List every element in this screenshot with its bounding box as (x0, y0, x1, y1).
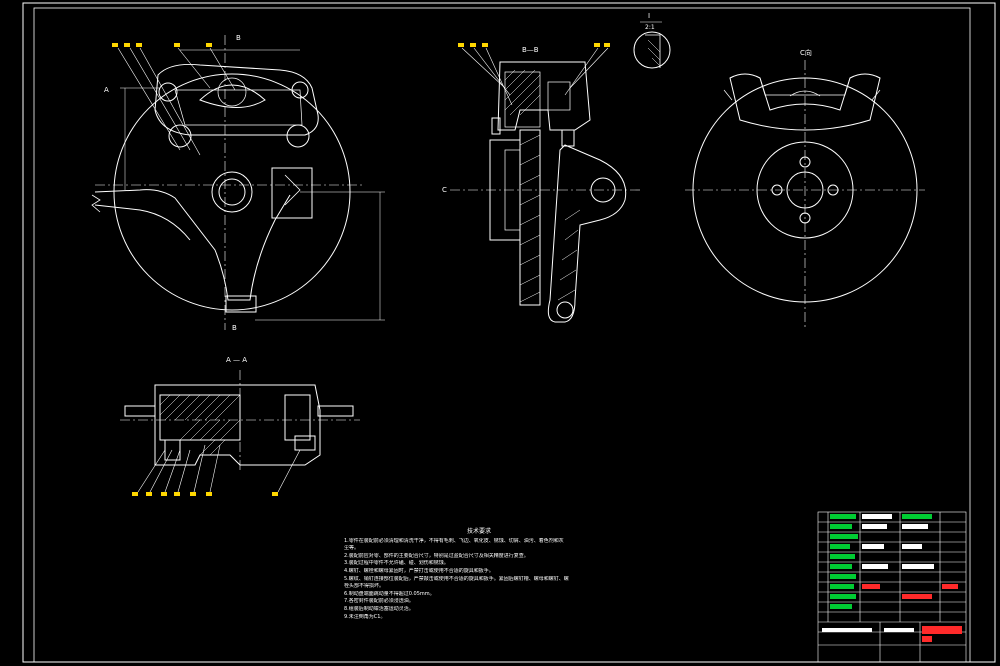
title-block (817, 511, 967, 663)
notes-title: 技术要求 (466, 528, 491, 535)
drawing-frame (22, 2, 996, 663)
a-a-part-balloons (132, 492, 278, 496)
left-arrow-label: A (104, 86, 109, 94)
front-view-labels: B B A (104, 34, 241, 332)
side-section-hatch (504, 69, 581, 303)
detail-view-i (633, 21, 671, 69)
detail-scale: 2:1 (645, 24, 655, 31)
notes-line: 栓头部不得损坏。 (344, 583, 385, 590)
detail-label: I (648, 12, 650, 20)
notes-line: 3.装配过程中零件不允许磕、碰、划伤和锈蚀。 (344, 560, 449, 567)
notes-line: 9.未注倒角为C1。 (344, 613, 386, 620)
a-a-labels: A — A (226, 356, 247, 364)
title-block-highlights (822, 514, 962, 642)
bottom-section-label: A — A (226, 356, 247, 364)
c-arrow-label: C (442, 186, 447, 194)
notes-line: 2.装配前应对零、部件的主要配合尺寸，特别是过盈配合尺寸及相关精度进行复查。 (344, 552, 529, 559)
side-section-view (450, 47, 640, 323)
c-view-labels: C向 (800, 48, 812, 57)
a-a-section-view (120, 370, 360, 493)
right-view-label: C向 (800, 48, 812, 57)
side-view-part-balloons (458, 43, 610, 47)
front-section-label-bottom: B (232, 324, 237, 332)
c-view-disc (685, 60, 925, 330)
notes-line: 6.制动盘端面跳动量不得超过0.05mm。 (344, 590, 435, 597)
side-view-labels: B—B C (442, 46, 539, 194)
technical-requirements: 技术要求 1.零件在装配前必须清理和清洗干净，不得有毛刺、飞边、氧化皮、锈蚀、切… (344, 528, 614, 621)
notes-line: 尘等。 (344, 545, 360, 552)
detail-view-labels: I 2:1 (645, 12, 655, 31)
side-section-label: B—B (522, 46, 539, 54)
notes-line: 8.组装后制动钳活塞运动灵活。 (344, 605, 414, 612)
notes-line: 5.螺纹、销钉连接部位装配后，严禁敲击或使用不合适的旋具和扳手。紧固后螺钉槽、螺… (344, 575, 569, 582)
a-a-section-hatch (159, 394, 241, 456)
front-view-part-balloons (112, 43, 212, 47)
notes-line: 1.零件在装配前必须清理和清洗干净，不得有毛刺、飞边、氧化皮、锈蚀、切屑、油污、… (344, 537, 564, 544)
front-section-label: B (236, 34, 241, 42)
notes-line: 4.螺钉、螺栓和螺母紧固时，严禁打击或使用不合适的旋具和扳手。 (344, 567, 494, 574)
notes-line: 7.各密封件装配前必须浸透油。 (344, 598, 414, 605)
front-view-caliper (91, 35, 385, 330)
